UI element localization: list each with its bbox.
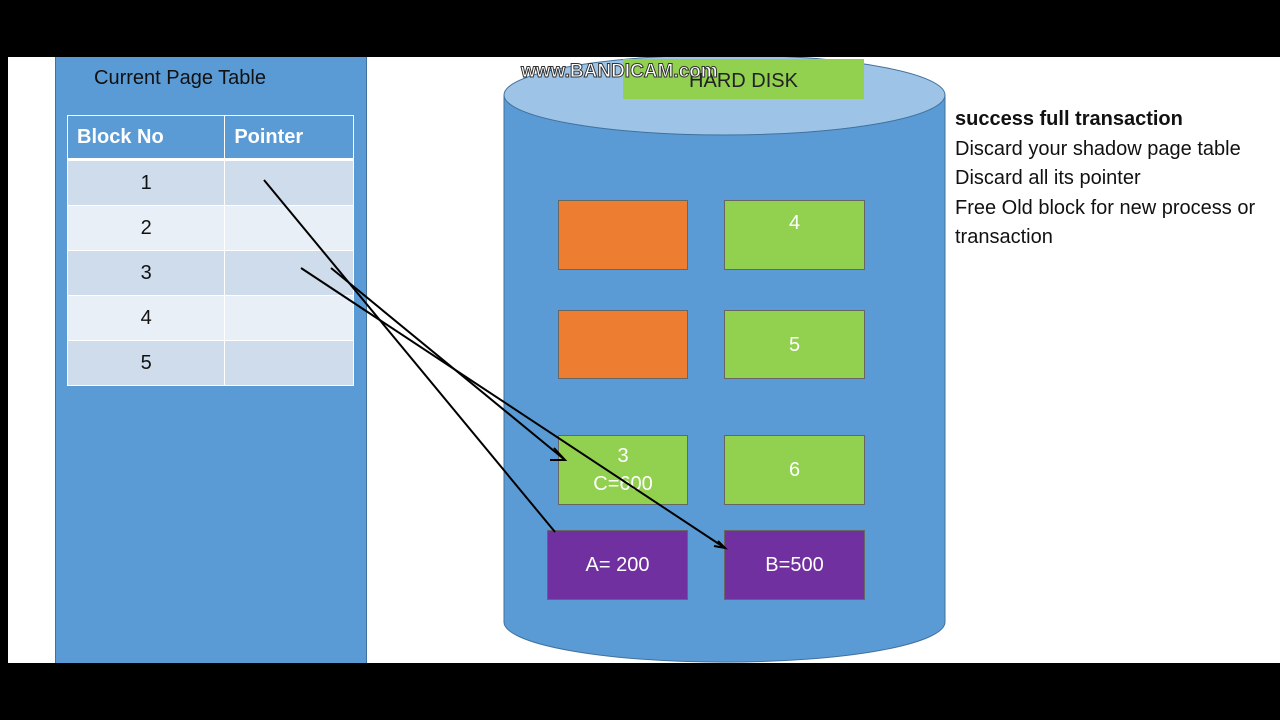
page-table-title: Current Page Table <box>94 67 266 89</box>
block-3-number: 3 <box>617 445 629 467</box>
block-5: 5 <box>724 310 865 379</box>
pointer-arrows <box>263 179 728 550</box>
old-block-2 <box>558 310 688 379</box>
note-line: Discard all its pointer <box>955 167 1141 189</box>
pointer-cell <box>224 205 354 251</box>
header-block-no: Block No <box>66 115 226 161</box>
pointer-cell <box>224 295 354 341</box>
pointer-arrow-1 <box>263 179 556 533</box>
block-6: 6 <box>724 435 865 505</box>
block-no: 4 <box>66 295 226 341</box>
pointer-cell <box>224 159 354 206</box>
pointer-arrow-3 <box>330 267 566 461</box>
block-no: 2 <box>66 205 226 251</box>
note-line: Discard your shadow page table <box>955 137 1241 160</box>
block-no: 5 <box>66 340 226 386</box>
table-row: 4 <box>66 295 354 341</box>
table-row: 5 <box>66 340 354 386</box>
notes: success full transaction Discard your sh… <box>955 105 1255 253</box>
block-3: 3 C=600 <box>558 435 688 505</box>
block-b: B=500 <box>724 530 865 600</box>
table-row: 2 <box>66 205 354 251</box>
old-block-1 <box>558 200 688 270</box>
block-no: 1 <box>66 159 226 206</box>
block-a: A= 200 <box>547 530 688 600</box>
notes-heading: success full transaction <box>955 108 1183 130</box>
header-pointer: Pointer <box>224 115 354 161</box>
block-no: 3 <box>66 250 226 296</box>
pointer-cell <box>224 340 354 386</box>
pointer-arrow-2 <box>300 267 726 549</box>
block-4: 4 <box>724 200 865 270</box>
watermark: www.BANDICAM.com <box>521 61 719 83</box>
hard-disk-label: HARD DISK <box>623 59 864 99</box>
table-row: 1 <box>66 159 354 206</box>
note-line: transaction <box>955 226 1053 248</box>
note-line: Free Old block for new process or <box>955 196 1256 219</box>
